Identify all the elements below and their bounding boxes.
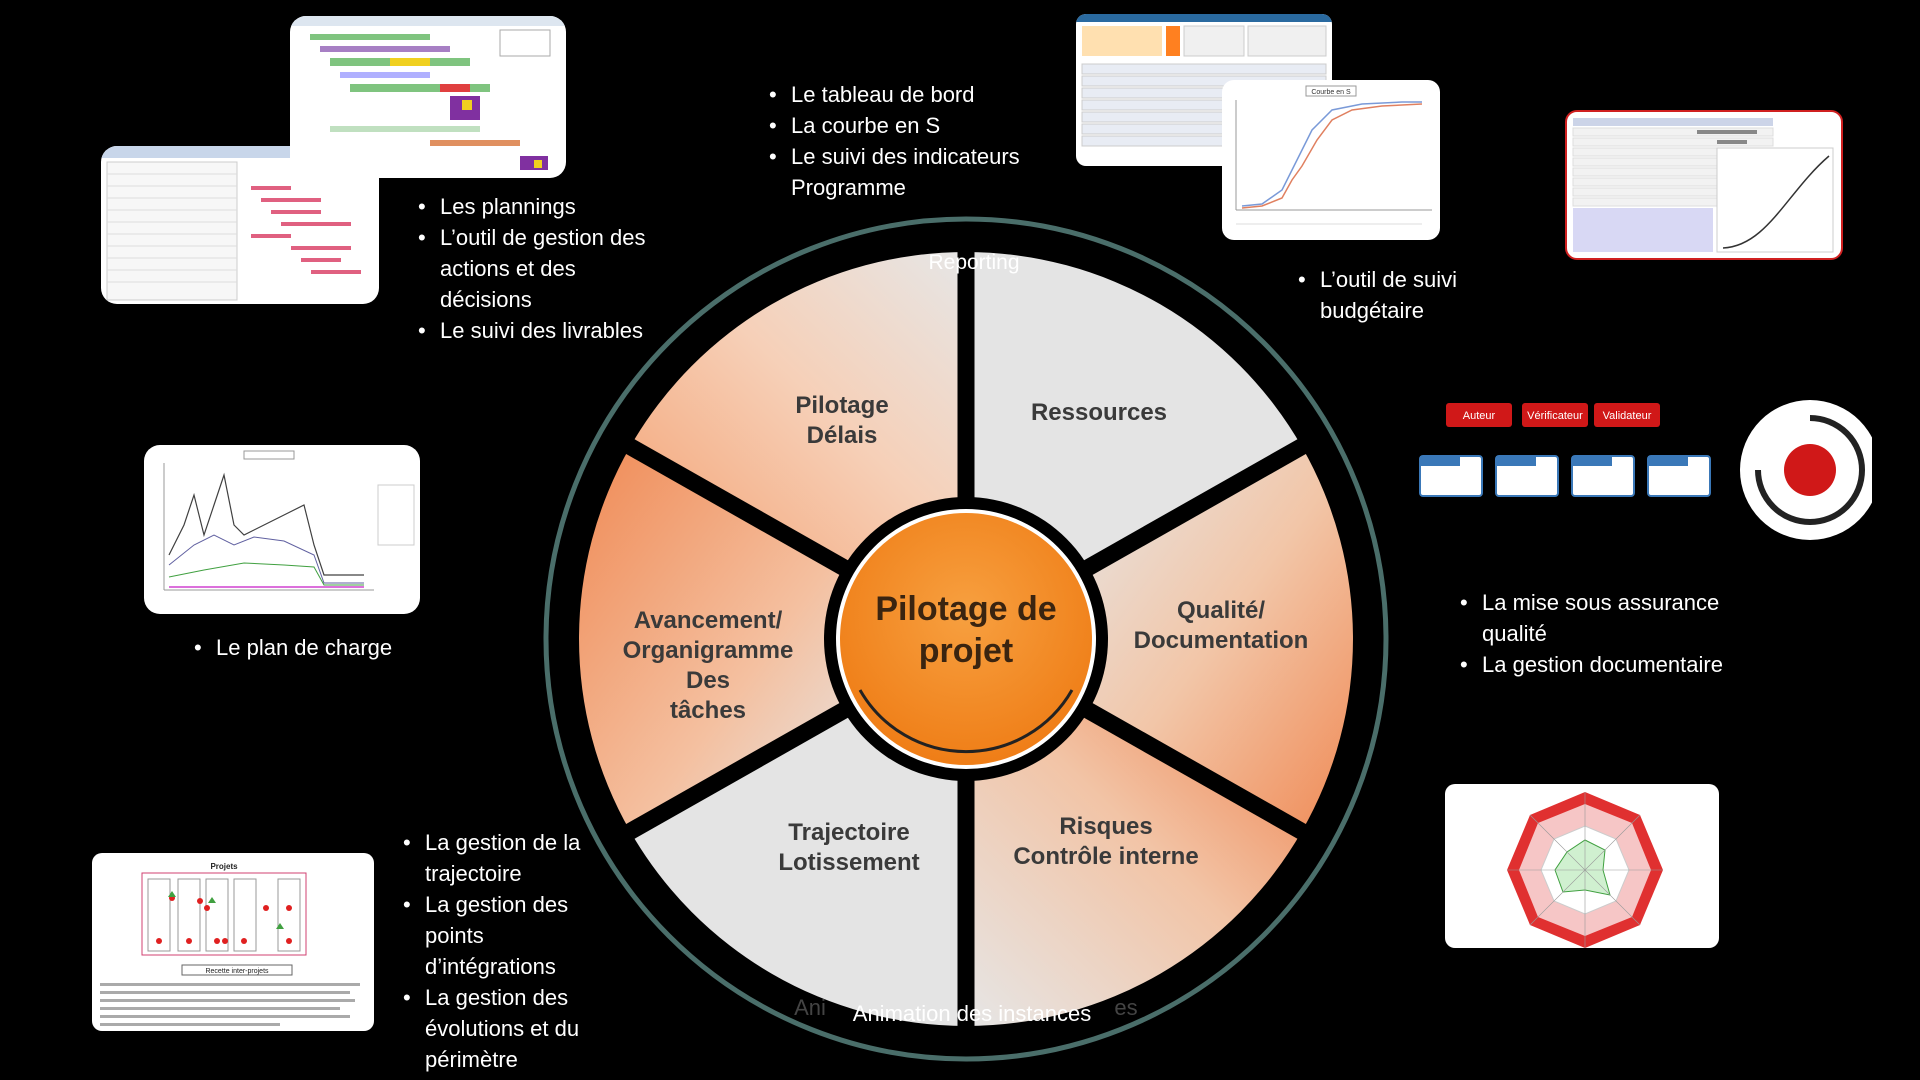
bullet-item: L’outil de gestion des actions et des dé… (418, 222, 658, 315)
label-ressources: Ressources (1031, 399, 1167, 426)
label-delais: Délais (807, 422, 878, 449)
segment-risques-controle (966, 702, 1302, 1026)
s-curve-title: Courbe en S (1311, 89, 1351, 96)
budget-tool-thumbnail (1565, 110, 1843, 260)
workflow-box-verificateur: Vérificateur (1527, 410, 1583, 422)
bullet-item: La gestion de la trajectoire (403, 827, 583, 889)
workflow-box-validateur: Validateur (1603, 410, 1652, 422)
label-avancement: Avancement/ (634, 607, 783, 634)
label-qualite: Qualité/ (1177, 597, 1265, 624)
bullets-charge: Le plan de charge (194, 632, 454, 663)
recette-label: Recette inter-projets (205, 968, 269, 975)
bullet-item: Les plannings (418, 191, 658, 222)
bullet-item: La courbe en S (769, 110, 1069, 141)
label-des: Des (686, 667, 730, 694)
gantt-chart-thumbnail (290, 16, 566, 178)
segment-ressources (966, 252, 1302, 576)
quality-workflow-thumbnail: Auteur Vérificateur Validateur ce (1416, 398, 1880, 583)
bullets-budget: L’outil de suivi budgétaire (1298, 264, 1498, 326)
s-curve-chart-thumbnail: Courbe en S (1222, 80, 1440, 240)
bullet-item: La mise sous assurance qualité (1460, 587, 1760, 649)
label-documentation: Documentation (1134, 627, 1309, 654)
label-taches: tâches (670, 697, 746, 724)
bullets-plannings: Les plannings L’outil de gestion des act… (418, 191, 658, 346)
bullets-trajectoire: La gestion de la trajectoire La gestion … (403, 827, 583, 1075)
trajectory-projects-thumbnail: Projets Recette inter-projets (92, 853, 374, 1031)
label-pilotage: Pilotage (795, 392, 888, 419)
ghost-text-left: Ani (794, 995, 826, 1020)
bullet-item: Le suivi des indicateurs Programme (769, 141, 1069, 203)
bullet-item: Le plan de charge (194, 632, 454, 663)
segment-pilotage-delais (630, 252, 966, 576)
ring-label-reporting: Reporting (928, 251, 1019, 274)
radar-chart-thumbnail (1445, 784, 1719, 948)
bullets-qualite: La mise sous assurance qualité La gestio… (1460, 587, 1760, 680)
label-trajectoire: Trajectoire (788, 819, 909, 846)
bullet-item: Le tableau de bord (769, 79, 1069, 110)
projects-title: Projets (210, 862, 238, 871)
center-title-line2: projet (919, 632, 1013, 670)
bullets-reporting: Le tableau de bord La courbe en S Le sui… (769, 79, 1069, 203)
ghost-text-right: es (1114, 995, 1137, 1020)
bullet-item: Le suivi des livrables (418, 315, 658, 346)
bullet-item: La gestion des évolutions et du périmètr… (403, 982, 583, 1075)
bullet-item: La gestion documentaire (1460, 649, 1760, 680)
center-title-line1: Pilotage de (875, 590, 1056, 628)
ring-label-animation: Animation des instances (853, 1001, 1091, 1026)
workflow-box-auteur: Auteur (1463, 410, 1496, 422)
bullet-item: La gestion des points d’intégrations (403, 889, 583, 982)
segment-separators (619, 245, 1313, 1032)
bullet-item: L’outil de suivi budgétaire (1298, 264, 1498, 326)
label-organigramme: Organigramme (623, 637, 794, 664)
segment-trajectoire-lotissement (630, 702, 966, 1026)
label-controle-interne: Contrôle interne (1013, 843, 1198, 870)
label-risques: Risques (1059, 813, 1152, 840)
center-hub (836, 509, 1096, 769)
label-lotissement: Lotissement (778, 849, 919, 876)
workload-chart-thumbnail (144, 445, 420, 614)
